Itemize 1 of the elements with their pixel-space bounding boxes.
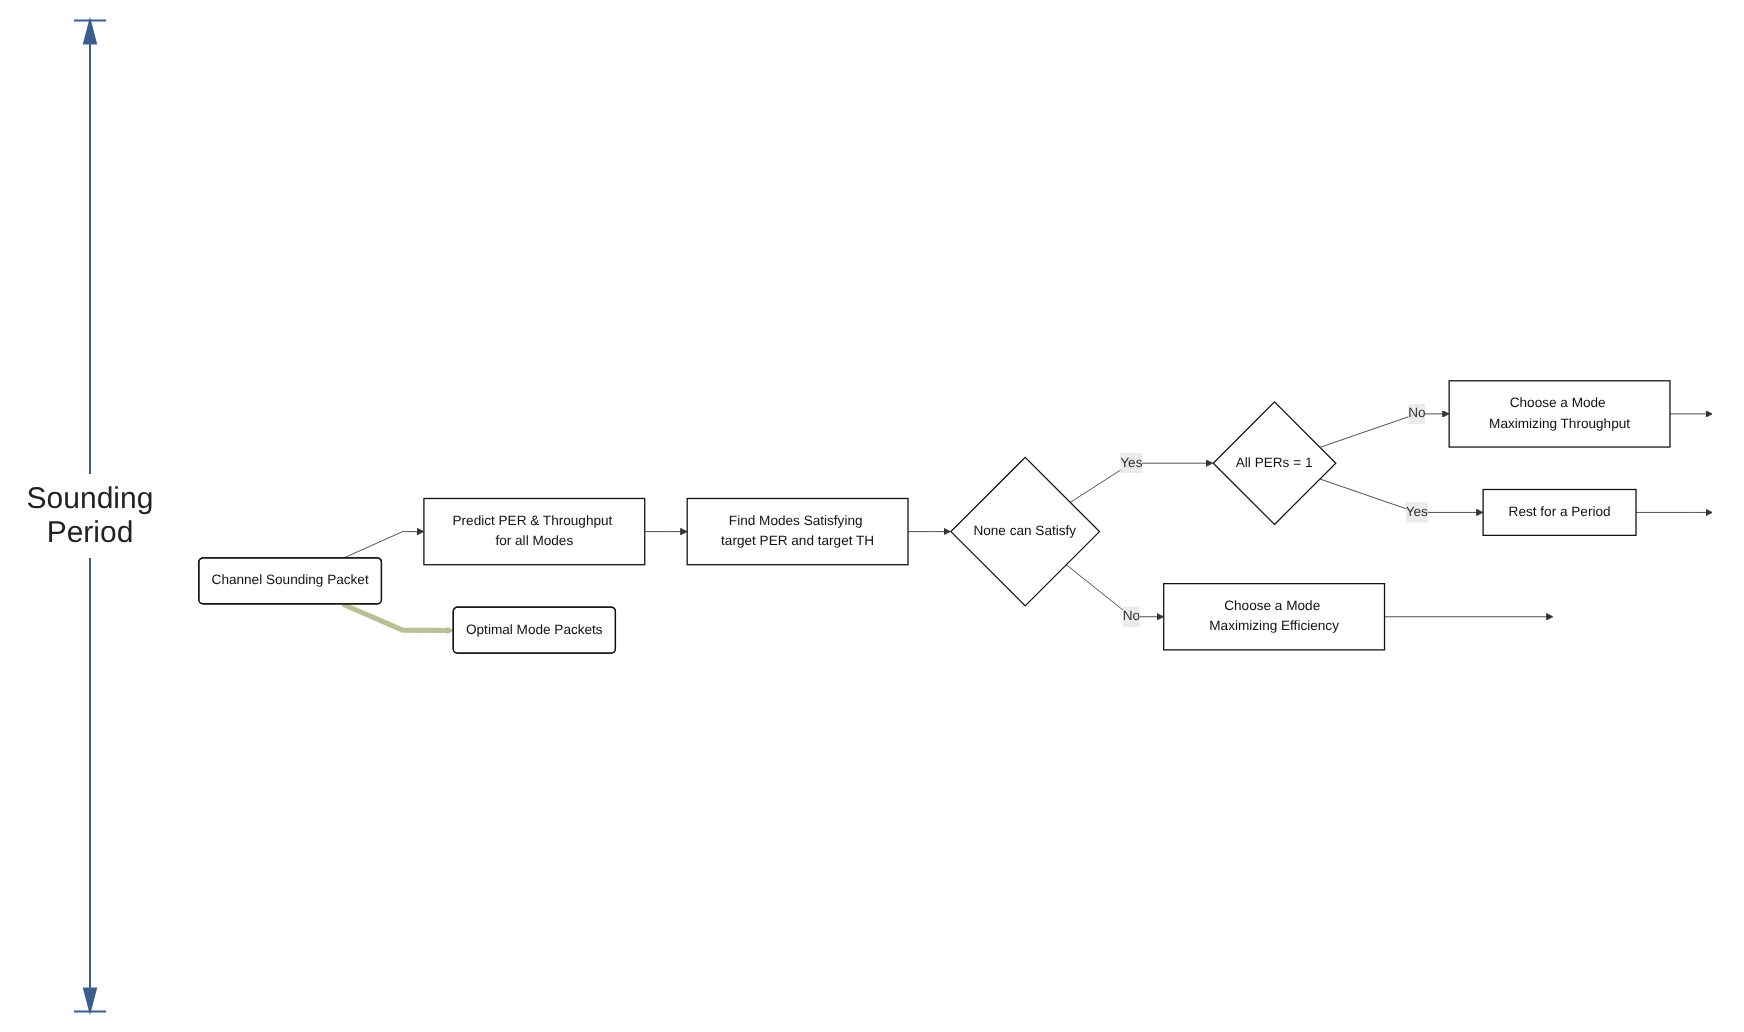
arrow xyxy=(341,600,454,634)
